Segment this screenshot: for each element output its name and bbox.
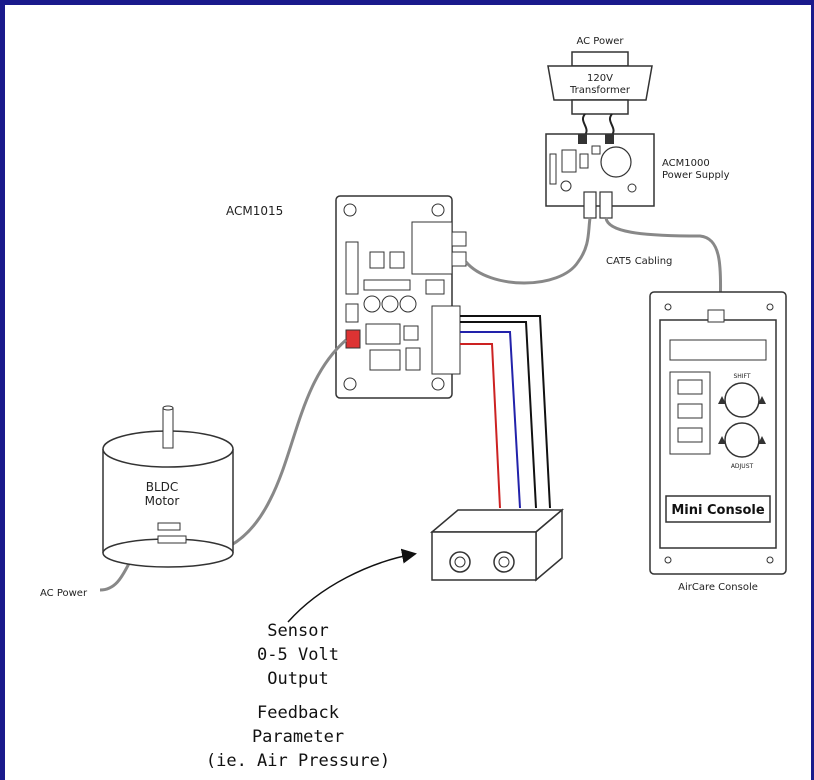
cat5-cable-console [604, 217, 723, 309]
feedback-label-3: (ie. Air Pressure) [206, 751, 390, 771]
cat5-cable-controller [464, 217, 592, 285]
cabling-label: CAT5 Cabling [606, 256, 672, 267]
sensor-label-2: 0-5 Volt [257, 645, 339, 665]
sensor-label-3: Output [267, 669, 328, 689]
console-badge: Mini Console [671, 503, 764, 518]
sensor-wire-red [460, 343, 501, 509]
sensor-wire-black-2 [460, 315, 551, 509]
sensor-arrow [287, 548, 417, 623]
controller-board [335, 195, 467, 399]
sensor-wire-black-1 [460, 321, 537, 509]
ac-power-left-label: AC Power [40, 588, 88, 599]
knob-top-label: SHIFT [733, 373, 750, 380]
knob-bottom-label: ADJUST [731, 463, 754, 470]
power-supply-label-1: ACM1000 [662, 158, 710, 169]
controller-label: ACM1015 [226, 204, 283, 218]
power-supply-board [545, 133, 655, 219]
sensor-box [429, 508, 565, 582]
transformer-label-2: Transformer [569, 85, 631, 96]
sensor-label-1: Sensor [267, 621, 328, 641]
feedback-label-2: Parameter [252, 727, 344, 747]
sensor-wire-blue [460, 331, 521, 509]
transformer: 120V Transformer [547, 51, 653, 137]
motor-label-2: Motor [145, 494, 180, 508]
bldc-motor: BLDC Motor [102, 405, 234, 568]
motor-label-1: BLDC [146, 480, 179, 494]
power-supply-label-2: Power Supply [662, 170, 730, 181]
aircare-console: SHIFT ADJUST Mini Console [649, 291, 787, 575]
ac-power-top-label: AC Power [576, 36, 624, 47]
console-label: AirCare Console [678, 582, 758, 593]
feedback-label-1: Feedback [257, 703, 339, 723]
adjust-knob [724, 422, 760, 458]
motor-connector [345, 329, 361, 349]
transformer-label-1: 120V [587, 73, 613, 84]
shift-knob [724, 382, 760, 418]
